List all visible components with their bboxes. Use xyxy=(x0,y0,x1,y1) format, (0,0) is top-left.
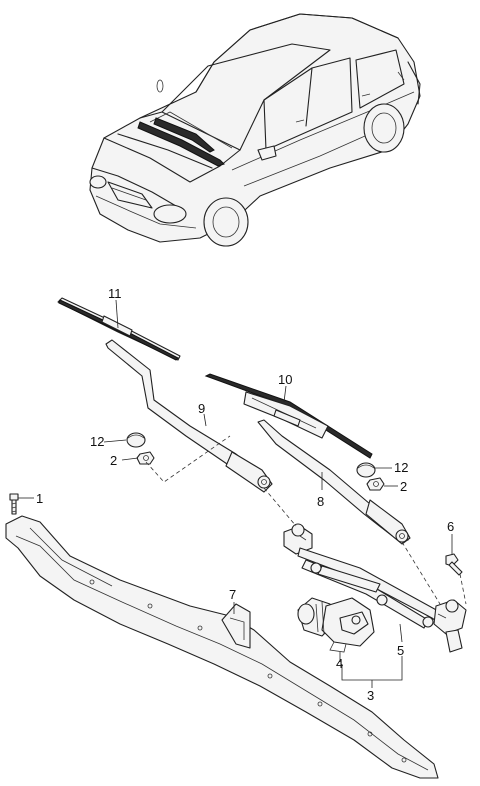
callout-9: 9 xyxy=(198,401,205,416)
callout-5: 5 xyxy=(397,643,404,658)
wiper-motor-4 xyxy=(297,597,375,653)
car-illustration xyxy=(89,13,421,247)
nut-2-right xyxy=(366,477,385,491)
wiper-blade-10 xyxy=(204,373,373,459)
callout-7: 7 xyxy=(229,587,236,602)
nut-2-left xyxy=(136,451,155,465)
callout-6: 6 xyxy=(447,519,454,534)
callout-2-right: 2 xyxy=(400,479,407,494)
callout-8: 8 xyxy=(317,494,324,509)
callout-2-left: 2 xyxy=(110,453,117,468)
callout-labels: 11 10 9 12 2 12 2 1 8 6 7 4 5 3 xyxy=(36,286,454,703)
wiper-arm-8 xyxy=(257,419,411,545)
callout-4: 4 xyxy=(336,656,343,671)
callout-10: 10 xyxy=(278,372,292,387)
cap-12-left xyxy=(126,432,146,448)
wiper-linkage-5 xyxy=(283,523,467,653)
leader-lines xyxy=(18,299,467,688)
callout-11: 11 xyxy=(108,286,122,301)
bolt-6 xyxy=(445,553,463,576)
wiper-blade-11 xyxy=(57,297,181,361)
callout-12-right: 12 xyxy=(394,460,408,475)
cap-12-right xyxy=(356,462,376,478)
callout-1: 1 xyxy=(36,491,43,506)
callout-12-left: 12 xyxy=(90,434,104,449)
wiper-arm-9 xyxy=(105,339,273,493)
bolt-1 xyxy=(9,493,19,515)
callout-3: 3 xyxy=(367,688,374,703)
cowl-panel-7 xyxy=(5,515,439,779)
